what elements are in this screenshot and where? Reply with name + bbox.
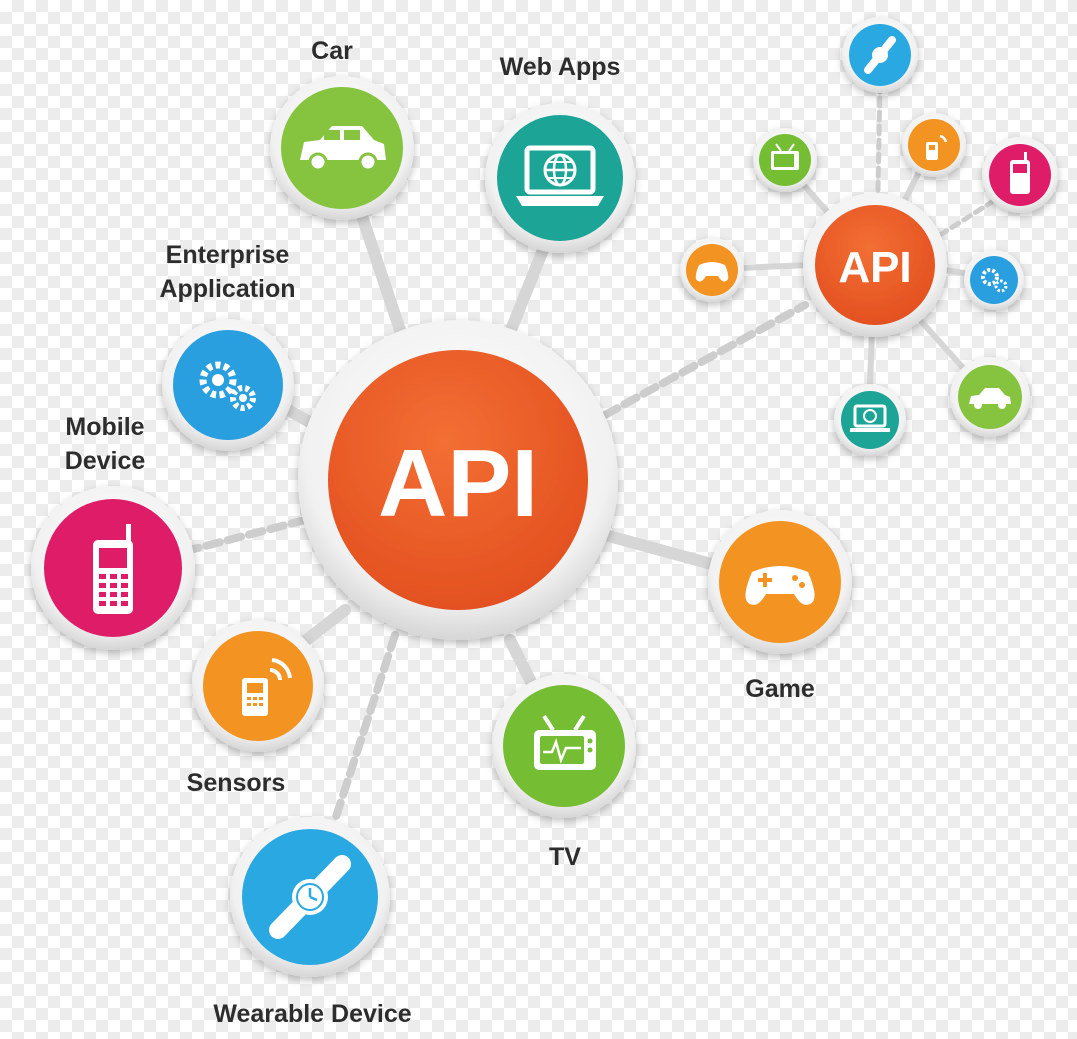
connector-game bbox=[599, 529, 721, 571]
wearable-device-label: Wearable Device bbox=[213, 1000, 412, 1028]
mini-connector-mobile bbox=[937, 197, 998, 238]
connector-tv bbox=[504, 634, 541, 696]
mini-mobile-node[interactable] bbox=[982, 137, 1058, 213]
car-node[interactable] bbox=[270, 76, 414, 220]
mini-connector-car bbox=[917, 317, 968, 373]
mini-gamepad-icon bbox=[695, 262, 729, 282]
mobile-phone-icon bbox=[93, 524, 133, 614]
mini-car-node[interactable] bbox=[950, 357, 1030, 437]
connector-wearable bbox=[331, 631, 399, 824]
enterprise-application-node[interactable] bbox=[162, 319, 294, 451]
mobile-device-label: Mobile Device bbox=[64, 413, 146, 475]
mini-gears-icon bbox=[981, 268, 1008, 293]
main-api-hub: API bbox=[298, 320, 618, 640]
mini-watch-node[interactable] bbox=[842, 17, 918, 93]
mini-mobile-phone-icon bbox=[1010, 152, 1030, 194]
mini-laptop-node[interactable] bbox=[834, 384, 906, 456]
mini-wristwatch-icon bbox=[864, 36, 896, 74]
laptop-globe-icon bbox=[516, 145, 604, 206]
wristwatch-icon bbox=[269, 855, 351, 939]
mini-game-node[interactable] bbox=[680, 238, 744, 302]
web-apps-node[interactable] bbox=[485, 103, 635, 253]
game-label: Game bbox=[745, 675, 815, 703]
mini-sensor-node[interactable] bbox=[902, 113, 966, 177]
mini-sensor-icon bbox=[926, 134, 948, 160]
wearable-device-node[interactable] bbox=[230, 817, 390, 977]
secondary-api-label: API bbox=[838, 243, 911, 292]
sensors-label: Sensors bbox=[186, 769, 286, 797]
gamepad-icon bbox=[745, 566, 815, 605]
mini-connector-game bbox=[737, 262, 813, 271]
mobile-device-node[interactable] bbox=[31, 486, 195, 650]
mini-tv-icon bbox=[771, 143, 799, 170]
secondary-api-hub: API bbox=[803, 193, 947, 337]
connector-mobile bbox=[186, 516, 309, 554]
tv-node[interactable] bbox=[492, 674, 636, 818]
sensor-device-icon bbox=[242, 658, 292, 716]
web-apps-label: Web Apps bbox=[499, 53, 621, 81]
car-label: Car bbox=[311, 37, 353, 65]
game-node[interactable] bbox=[708, 510, 852, 654]
main-api-label: API bbox=[378, 430, 538, 537]
mini-connector-laptop bbox=[867, 327, 875, 388]
enterprise-application-label: Enterprise Application bbox=[159, 241, 296, 303]
mini-connector-watch bbox=[875, 82, 883, 193]
mini-laptop-globe-icon bbox=[850, 404, 890, 432]
mini-gears-node[interactable] bbox=[964, 250, 1024, 310]
sensors-node[interactable] bbox=[192, 620, 324, 752]
gears-icon bbox=[199, 361, 256, 411]
tv-label: TV bbox=[549, 843, 581, 871]
car-icon bbox=[300, 126, 386, 172]
mini-tv-node[interactable] bbox=[753, 128, 817, 192]
connector-sensors bbox=[294, 604, 351, 651]
connector-web-apps bbox=[499, 239, 551, 351]
mini-car-icon bbox=[969, 388, 1011, 409]
tv-icon bbox=[534, 714, 596, 770]
connector-hub-to-hub bbox=[601, 301, 809, 419]
